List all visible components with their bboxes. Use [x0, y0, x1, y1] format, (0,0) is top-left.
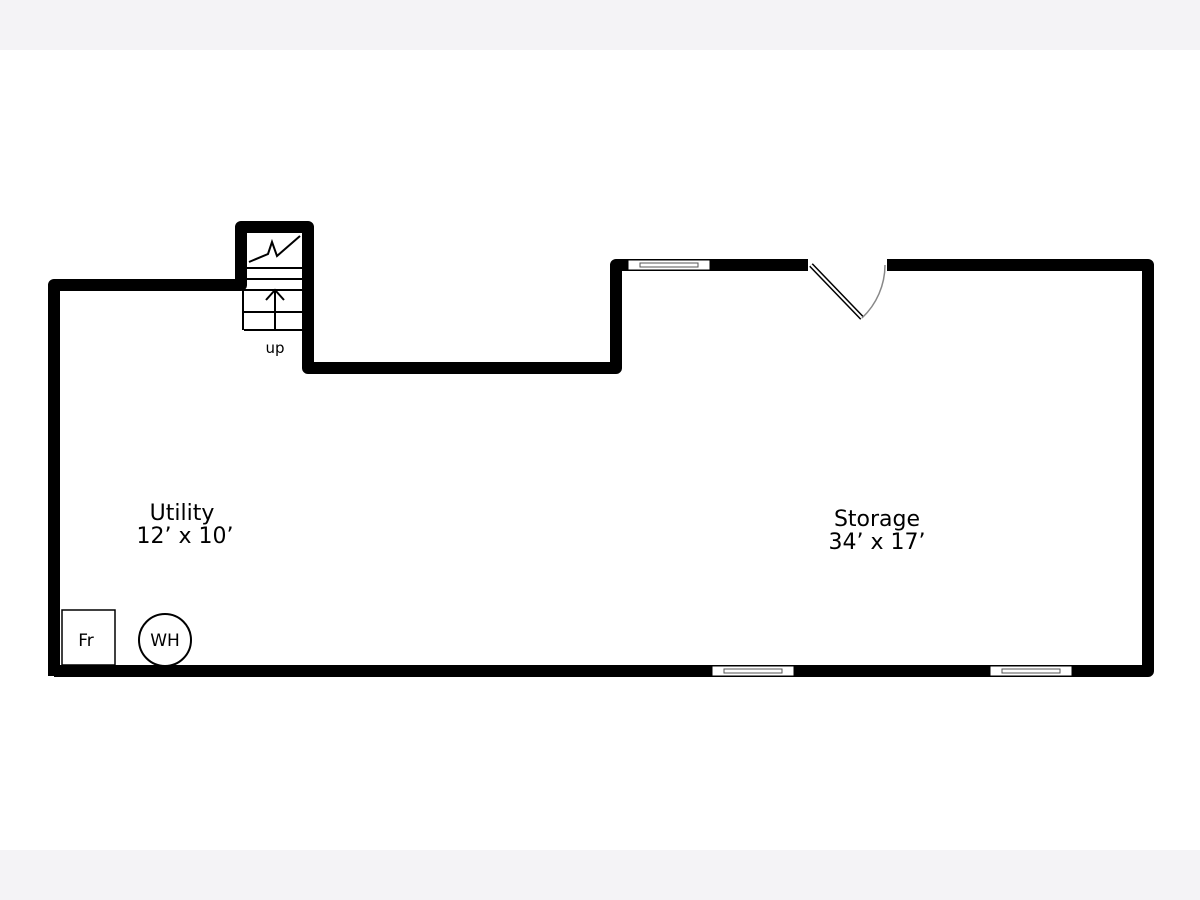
exterior-walls [48, 221, 1154, 677]
top-band [0, 0, 1200, 50]
fridge [61, 609, 116, 666]
water-heater [138, 613, 192, 667]
room-name-utility: Utility [150, 501, 215, 526]
room-name-storage: Storage [834, 507, 920, 532]
staircase [242, 235, 302, 331]
window-bottom-left [711, 665, 795, 677]
stair-break-line [248, 235, 301, 263]
fridge-label: Fr [78, 631, 94, 651]
window-top [627, 259, 711, 271]
water-heater-label: WH [150, 631, 180, 651]
window-bottom-right [989, 665, 1073, 677]
bottom-band [0, 850, 1200, 900]
room-size-utility: 12’ x 10’ [137, 524, 234, 549]
entry-door [809, 263, 886, 320]
stairs-up-label: up [265, 339, 284, 357]
room-size-storage: 34’ x 17’ [829, 530, 926, 555]
